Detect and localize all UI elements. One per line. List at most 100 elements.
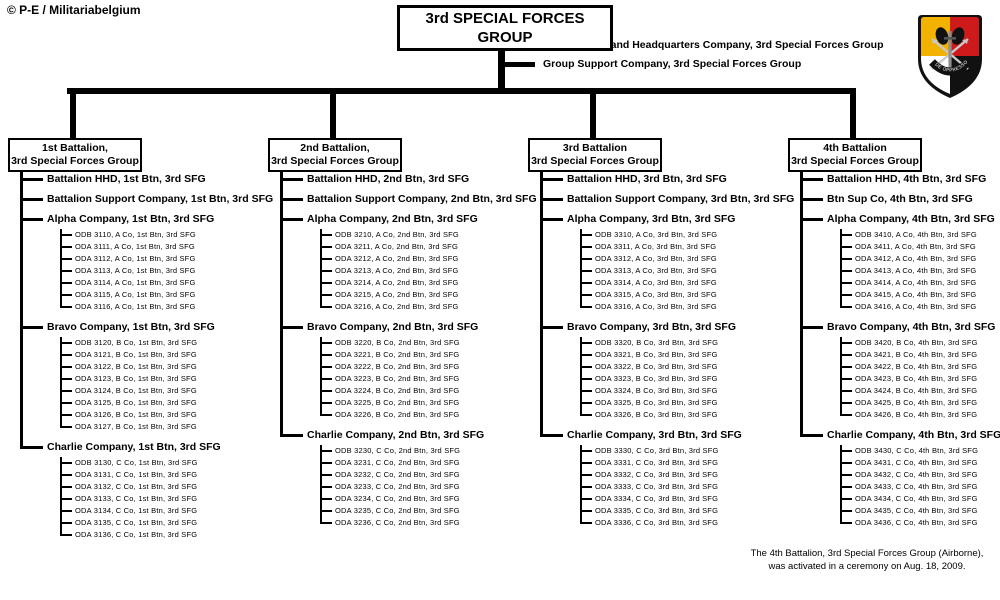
oda-row: ODA 3222, B Co, 2nd Btn, 3rd SFG [320,361,520,373]
oda-label: ODA 3413, A Co, 4th Btn, 3rd SFG [855,266,977,275]
oda-label: ODA 3313, A Co, 3rd Btn, 3rd SFG [595,266,717,275]
connector-main-bar [67,88,855,94]
oda-label: ODA 3335, C Co, 3rd Btn, 3rd SFG [595,506,719,515]
unit-label: Battalion HHD, 2nd Btn, 3rd SFG [307,173,470,185]
unit-row: Btn Sup Co, 4th Btn, 3rd SFG [800,192,1000,212]
oda-label: ODA 3336, C Co, 3rd Btn, 3rd SFG [595,518,719,527]
oda-label: ODA 3127, B Co, 1st Btn, 3rd SFG [75,422,197,431]
oda-label: ODA 3125, B Co, 1st Btn, 3rd SFG [75,398,197,407]
oda-row: ODB 3320, B Co, 3rd Btn, 3rd SFG [580,337,780,349]
oda-row: ODA 3412, A Co, 4th Btn, 3rd SFG [840,253,1000,265]
oda-row: ODB 3130, C Co, 1st Btn, 3rd SFG [60,457,260,469]
oda-label: ODA 3126, B Co, 1st Btn, 3rd SFG [75,410,197,419]
unit-row: Battalion HHD, 4th Btn, 3rd SFG [800,172,1000,192]
oda-label: ODA 3436, C Co, 4th Btn, 3rd SFG [855,518,978,527]
crest-eagle-left [935,27,949,45]
oda-row: ODA 3424, B Co, 4th Btn, 3rd SFG [840,385,1000,397]
battalion-box-line1: 3rd Battalion [562,142,628,154]
oda-row: ODB 3420, B Co, 4th Btn, 3rd SFG [840,337,1000,349]
oda-label: ODA 3323, B Co, 3rd Btn, 3rd SFG [595,374,718,383]
oda-label: ODA 3123, B Co, 1st Btn, 3rd SFG [75,374,197,383]
oda-label: ODA 3134, C Co, 1st Btn, 3rd SFG [75,506,198,515]
oda-label: ODA 3113, A Co, 1st Btn, 3rd SFG [75,266,196,275]
oda-row: ODB 3220, B Co, 2nd Btn, 3rd SFG [320,337,520,349]
unit-label: Charlie Company, 4th Btn, 3rd SFG [827,429,1000,441]
unit-row: Bravo Company, 4th Btn, 3rd SFG ODB 3420,… [800,320,1000,428]
footnote-line-1: The 4th Battalion, 3rd Special Forces Gr… [750,548,984,559]
oda-label: ODA 3414, A Co, 4th Btn, 3rd SFG [855,278,977,287]
oda-row: ODA 3434, C Co, 4th Btn, 3rd SFG [840,493,1000,505]
oda-label: ODA 3325, B Co, 3rd Btn, 3rd SFG [595,398,718,407]
battalion-box-line1: 2nd Battalion, [300,142,370,154]
oda-label: ODA 3434, C Co, 4th Btn, 3rd SFG [855,494,978,503]
motto-band [929,59,971,76]
unit-row: Battalion Support Company, 2nd Btn, 3rd … [280,192,537,212]
oda-label: ODB 3230, C Co, 2nd Btn, 3rd SFG [335,446,461,455]
oda-row: ODA 3331, C Co, 3rd Btn, 3rd SFG [580,457,780,469]
oda-label: ODA 3233, C Co, 2nd Btn, 3rd SFG [335,482,460,491]
oda-label: ODA 3433, C Co, 4th Btn, 3rd SFG [855,482,978,491]
oda-row: ODA 3125, B Co, 1st Btn, 3rd SFG [60,397,260,409]
oda-row: ODB 3310, A Co, 3rd Btn, 3rd SFG [580,229,780,241]
oda-label: ODA 3136, C Co, 1st Btn, 3rd SFG [75,530,198,539]
group-unit-hhc: Headquarters and Headquarters Company, 3… [540,39,884,51]
oda-label: ODA 3412, A Co, 4th Btn, 3rd SFG [855,254,977,263]
oda-row: ODA 3422, B Co, 4th Btn, 3rd SFG [840,361,1000,373]
oda-row: ODA 3426, B Co, 4th Btn, 3rd SFG [840,409,1000,421]
oda-row: ODA 3111, A Co, 1st Btn, 3rd SFG [60,241,260,253]
oda-label: ODA 3111, A Co, 1st Btn, 3rd SFG [75,242,195,251]
oda-label: ODA 3416, A Co, 4th Btn, 3rd SFG [855,302,977,311]
oda-row: ODA 3127, B Co, 1st Btn, 3rd SFG [60,421,260,433]
oda-label: ODA 3424, B Co, 4th Btn, 3rd SFG [855,386,978,395]
oda-label: ODB 3310, A Co, 3rd Btn, 3rd SFG [595,230,718,239]
unit-row: Battalion HHD, 1st Btn, 3rd SFG [20,172,260,192]
unit-label: Battalion Support Company, 1st Btn, 3rd … [47,193,274,205]
oda-row: ODA 3133, C Co, 1st Btn, 3rd SFG [60,493,260,505]
oda-label: ODB 3210, A Co, 2nd Btn, 3rd SFG [335,230,459,239]
unit-row: Charlie Company, 4th Btn, 3rd SFG ODB 343… [800,428,1000,536]
oda-row: ODA 3436, C Co, 4th Btn, 3rd SFG [840,517,1000,529]
oda-label: ODA 3133, C Co, 1st Btn, 3rd SFG [75,494,198,503]
battalion-box: 2nd Battalion, 3rd Special Forces Group [268,138,402,172]
oda-row: ODA 3332, C Co, 3rd Btn, 3rd SFG [580,469,780,481]
oda-label: ODB 3130, C Co, 1st Btn, 3rd SFG [75,458,198,467]
oda-row: ODA 3335, C Co, 3rd Btn, 3rd SFG [580,505,780,517]
oda-label: ODA 3212, A Co, 2nd Btn, 3rd SFG [335,254,459,263]
oda-label: ODA 3423, B Co, 4th Btn, 3rd SFG [855,374,978,383]
oda-row: ODA 3415, A Co, 4th Btn, 3rd SFG [840,289,1000,301]
oda-label: ODB 3410, A Co, 4th Btn, 3rd SFG [855,230,977,239]
oda-row: ODA 3432, C Co, 4th Btn, 3rd SFG [840,469,1000,481]
battalion-box: 4th Battalion 3rd Special Forces Group [788,138,922,172]
oda-row: ODA 3115, A Co, 1st Btn, 3rd SFG [60,289,260,301]
oda-row: ODA 3333, C Co, 3rd Btn, 3rd SFG [580,481,780,493]
oda-label: ODA 3122, B Co, 1st Btn, 3rd SFG [75,362,197,371]
unit-label: Charlie Company, 3rd Btn, 3rd SFG [567,429,742,441]
oda-row: ODA 3213, A Co, 2nd Btn, 3rd SFG [320,265,520,277]
oda-label: ODA 3324, B Co, 3rd Btn, 3rd SFG [595,386,718,395]
copyright-text: © P-E / Militariabelgium [7,3,141,17]
unit-label: Bravo Company, 4th Btn, 3rd SFG [827,321,996,333]
unit-label: Battalion HHD, 3rd Btn, 3rd SFG [567,173,727,185]
oda-row: ODA 3416, A Co, 4th Btn, 3rd SFG [840,301,1000,313]
oda-label: ODA 3332, C Co, 3rd Btn, 3rd SFG [595,470,719,479]
oda-row: ODA 3433, C Co, 4th Btn, 3rd SFG [840,481,1000,493]
arrowhead-left [932,39,938,44]
oda-label: ODA 3411, A Co, 4th Btn, 3rd SFG [855,242,976,251]
unit-row: Battalion HHD, 2nd Btn, 3rd SFG [280,172,520,192]
oda-row: ODA 3121, B Co, 1st Btn, 3rd SFG [60,349,260,361]
oda-label: ODA 3121, B Co, 1st Btn, 3rd SFG [75,350,197,359]
oda-row: ODA 3435, C Co, 4th Btn, 3rd SFG [840,505,1000,517]
oda-label: ODA 3426, B Co, 4th Btn, 3rd SFG [855,410,978,419]
dagger-blade [948,31,952,71]
